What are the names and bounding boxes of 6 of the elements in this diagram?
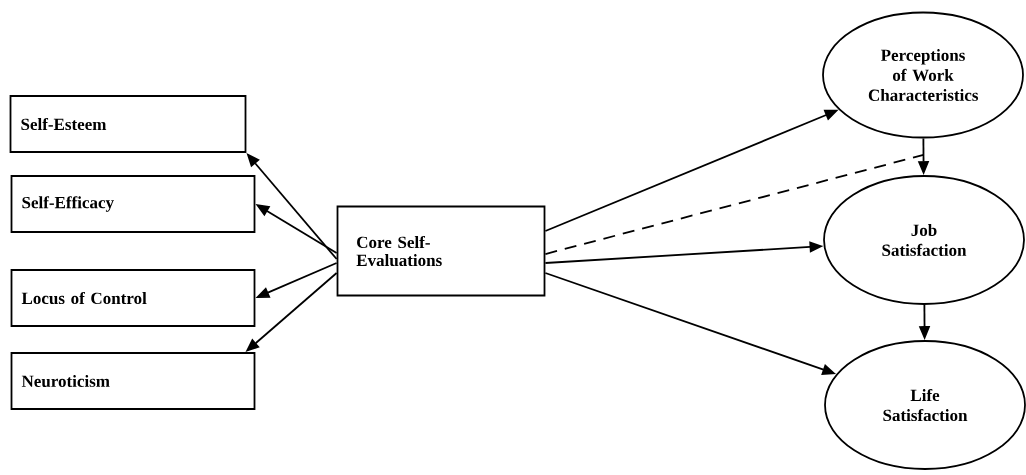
variable-box: Self-Efficacy xyxy=(10,175,256,233)
variable-box: Neuroticism xyxy=(10,352,256,410)
variable-box: Locus of Control xyxy=(10,269,256,327)
box-text: Core Self-Evaluations xyxy=(356,235,442,267)
variable-box xyxy=(336,205,546,297)
variable-box: Self-Esteem xyxy=(9,95,247,153)
